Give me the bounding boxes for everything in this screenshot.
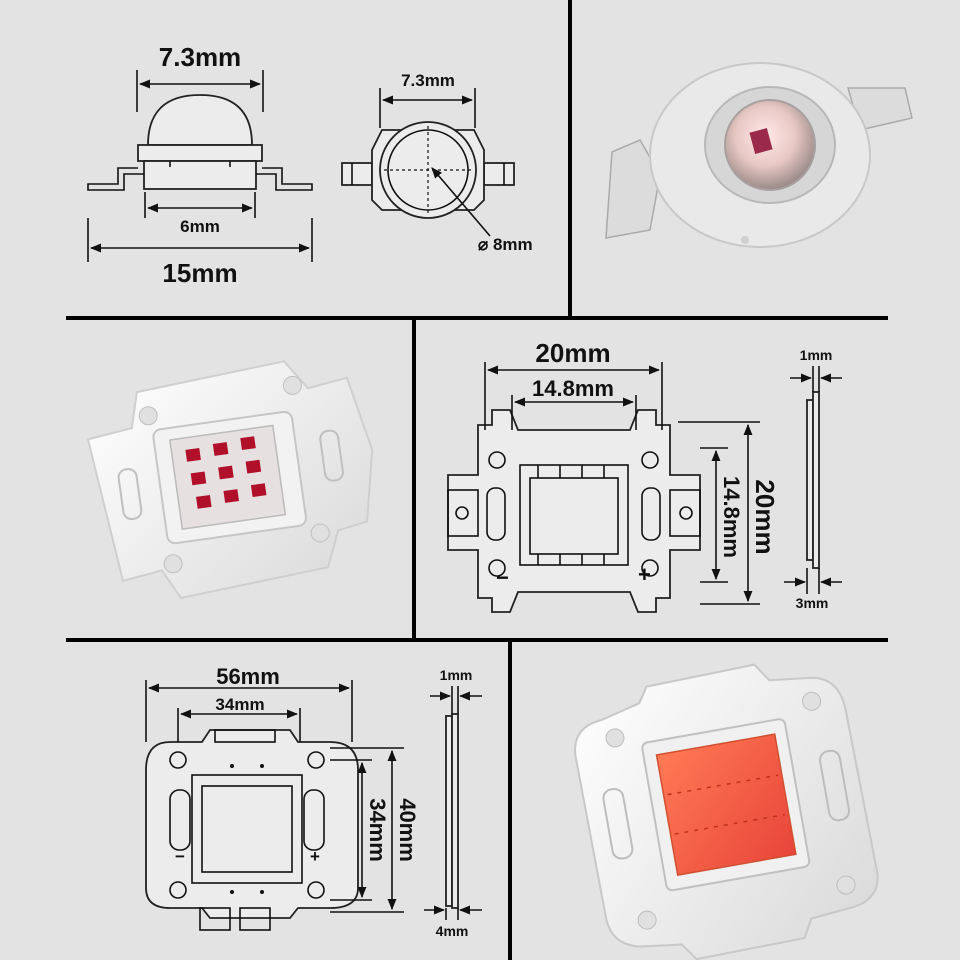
dome-width-label: 7.3mm	[159, 42, 241, 72]
inner-height-label-50w: 34mm	[365, 798, 390, 862]
outer-height-label-50w: 40mm	[395, 798, 420, 862]
panel-10w-led-dimensions: − + 20mm 14.8mm 14.8mm 20mm 1mm 3mm	[447, 338, 842, 613]
side-top-label-50w: 1mm	[440, 667, 473, 683]
board-outline-10w	[447, 409, 701, 613]
panel-50w-cob-photo	[574, 663, 879, 960]
side-top-label-10w: 1mm	[800, 347, 833, 363]
inner-width-label-10w: 14.8mm	[532, 376, 614, 401]
svg-text:−: −	[175, 847, 185, 866]
top-width-label: 7.3mm	[401, 71, 455, 90]
outer-width-label-50w: 56mm	[216, 664, 280, 689]
svg-text:−: −	[496, 565, 509, 590]
side-bottom-label-10w: 3mm	[796, 595, 829, 611]
led-lead-left	[605, 139, 661, 239]
chip-array-10w	[185, 436, 267, 509]
inner-width-label: 6mm	[180, 217, 220, 236]
led-chip	[749, 128, 773, 154]
outer-height-label-10w: 20mm	[750, 479, 780, 554]
board-outline-50w	[145, 729, 359, 919]
inner-width-label-50w: 34mm	[215, 695, 264, 714]
outer-width-label-10w: 20mm	[535, 338, 610, 368]
svg-text:+: +	[310, 847, 320, 866]
side-bottom-label-50w: 4mm	[436, 923, 469, 939]
panel-10w-led-photo	[86, 360, 374, 600]
svg-text:+: +	[638, 562, 651, 587]
panel-1w-led-top-view: 7.3mm ⌀ 8mm	[341, 71, 533, 254]
panel-1w-led-side-view: 7.3mm 6mm 15mm	[87, 42, 313, 288]
cob-emitter	[655, 733, 797, 876]
panel-50w-cob-dimensions: − + 56mm 34mm 34mm 40mm 1mm 4mm	[145, 664, 482, 939]
total-width-label: 15mm	[162, 258, 237, 288]
panel-1w-led-photo	[605, 62, 913, 248]
panel-dividers	[66, 0, 888, 960]
diameter-label: ⌀ 8mm	[478, 235, 533, 254]
inner-height-label-10w: 14.8mm	[719, 476, 744, 558]
